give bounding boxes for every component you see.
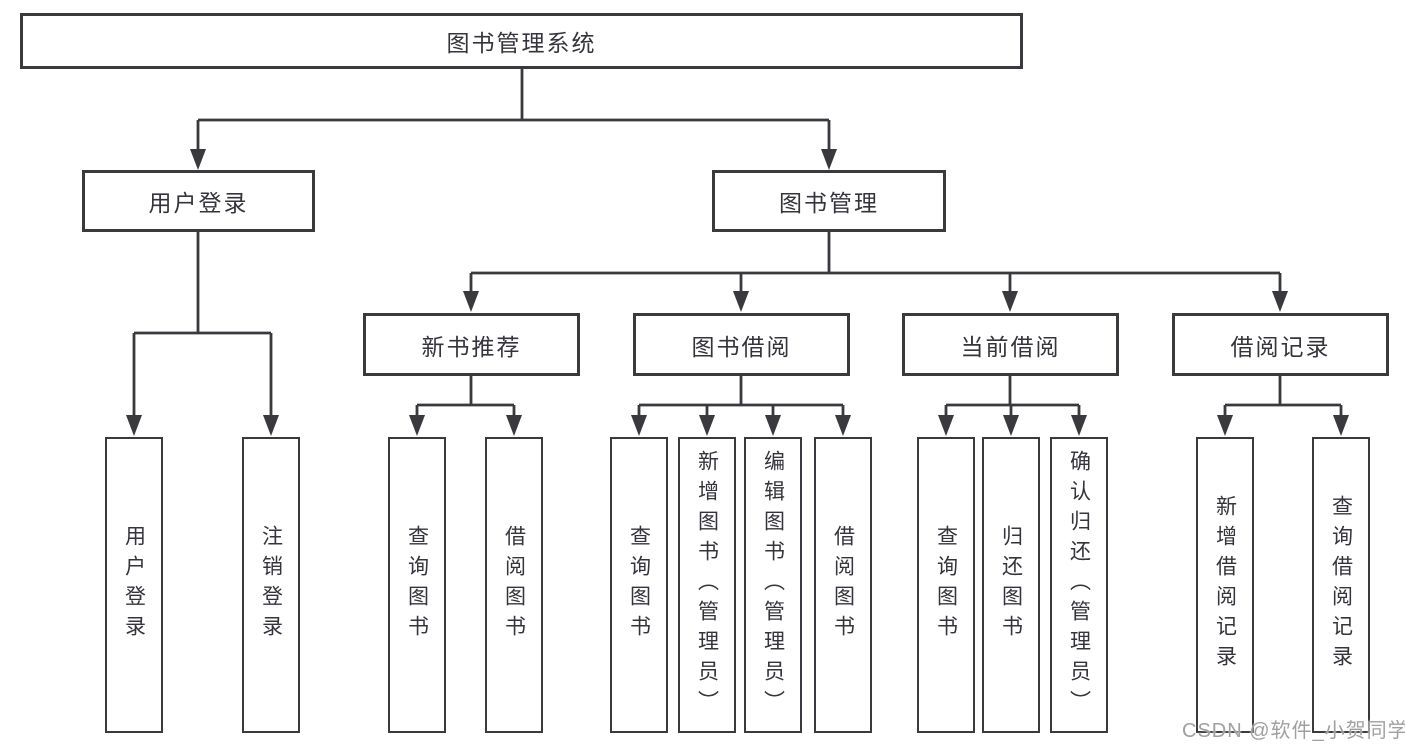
leaf-add-books-admin: 新增图书（管理员）	[678, 437, 736, 733]
leaf-query-books-current: 查询图书	[917, 437, 975, 733]
leaf-label: 确认归还（管理员）	[1067, 450, 1091, 720]
leaf-label: 归还图书	[999, 525, 1023, 645]
leaf-label: 查询图书	[934, 525, 958, 645]
leaf-label: 查询图书	[627, 525, 651, 645]
leaf-query-borrow-record: 查询借阅记录	[1312, 437, 1370, 733]
leaf-return-books: 归还图书	[982, 437, 1040, 733]
leaf-logout: 注销登录	[242, 437, 300, 733]
leaf-borrow-books-recommend: 借阅图书	[485, 437, 543, 733]
leaf-add-borrow-record: 新增借阅记录	[1196, 437, 1254, 733]
node-label: 借阅记录	[1230, 333, 1331, 360]
leaf-label: 注销登录	[259, 525, 283, 645]
node-borrow-records: 借阅记录	[1172, 313, 1389, 376]
node-root-library-system: 图书管理系统	[20, 13, 1023, 69]
edge-bookborrow-to-leaves	[637, 376, 845, 416]
edge-currentborrow-to-leaves	[944, 376, 1081, 416]
leaf-label: 新增借阅记录	[1213, 495, 1237, 675]
leaf-label: 查询图书	[405, 525, 429, 645]
node-book-management: 图书管理	[712, 170, 946, 232]
node-label: 当前借阅	[960, 333, 1061, 360]
leaf-label: 查询借阅记录	[1329, 495, 1353, 675]
node-label: 用户登录	[148, 190, 249, 216]
edge-borrowrecords-to-leaves	[1223, 376, 1343, 416]
leaf-query-books-recommend: 查询图书	[388, 437, 446, 733]
arrowheads	[126, 149, 1349, 436]
leaf-label: 用户登录	[122, 525, 146, 645]
edge-newbook-to-leaves	[415, 376, 516, 416]
node-label: 图书管理系统	[446, 30, 597, 56]
leaf-label: 借阅图书	[831, 525, 855, 645]
leaf-edit-books-admin: 编辑图书（管理员）	[744, 437, 802, 733]
node-label: 新书推荐	[421, 333, 522, 360]
node-new-book-recommend: 新书推荐	[363, 313, 580, 376]
leaf-label: 编辑图书（管理员）	[761, 450, 785, 720]
edge-bookmgmt-to-level3	[469, 232, 1282, 292]
edge-userlogin-to-leaves	[132, 232, 273, 416]
leaf-user-login: 用户登录	[105, 437, 163, 733]
leaf-query-books-borrow: 查询图书	[610, 437, 668, 733]
leaf-borrow-books: 借阅图书	[814, 437, 872, 733]
edge-root-to-level2	[196, 69, 831, 150]
node-current-borrow: 当前借阅	[902, 313, 1119, 376]
node-book-borrow: 图书借阅	[633, 313, 850, 376]
leaf-confirm-return-admin: 确认归还（管理员）	[1050, 437, 1108, 733]
node-label: 图书借阅	[691, 333, 792, 360]
leaf-label: 新增图书（管理员）	[695, 450, 719, 720]
leaf-label: 借阅图书	[502, 525, 526, 645]
node-user-login: 用户登录	[82, 170, 315, 232]
node-label: 图书管理	[779, 190, 879, 216]
csdn-watermark: CSDN @软件_小贺同学	[1182, 720, 1405, 742]
